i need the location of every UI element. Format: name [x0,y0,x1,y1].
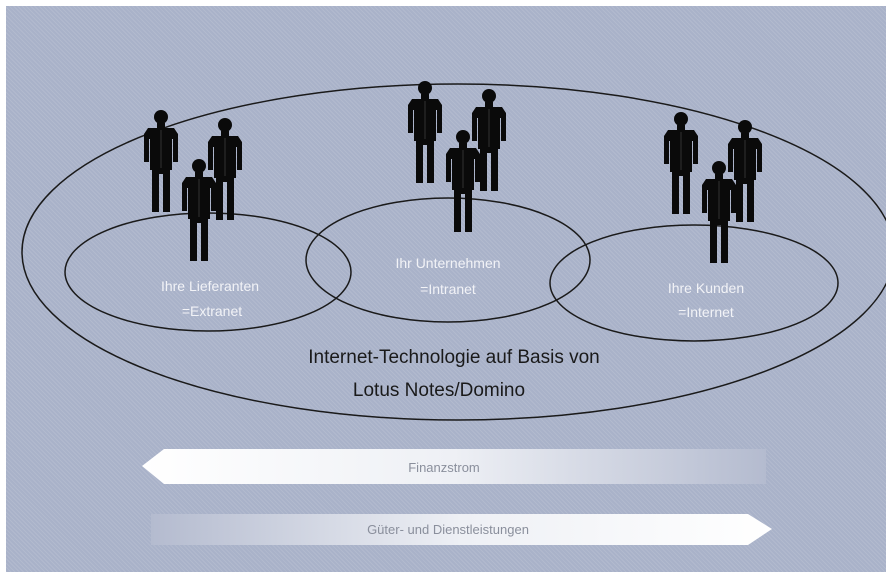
platform-label-line2: Lotus Notes/Domino [353,380,525,401]
intranet-ellipse [305,197,591,323]
internet-ellipse [549,224,839,342]
suppliers-label: Ihre Lieferanten [161,278,259,294]
finance-flow-arrow [142,449,766,484]
goods-flow-label: Güter- und Dienstleistungen [367,522,529,537]
internet-label: =Internet [678,304,734,320]
company-people-icon [408,81,506,232]
company-label: Ihr Unternehmen [395,255,500,271]
customers-label: Ihre Kunden [668,280,744,296]
ecosystem-diagram: Ihre Lieferanten =Extranet Ihr Unternehm… [21,6,886,545]
platform-ellipse [21,83,886,421]
goods-flow-arrow [151,514,772,545]
customers-people-icon [664,112,762,263]
intranet-label: =Intranet [420,281,476,297]
extranet-label: =Extranet [182,303,242,319]
diagram-canvas: Ihre Lieferanten =Extranet Ihr Unternehm… [6,6,886,572]
platform-label-line1: Internet-Technologie auf Basis von [308,347,600,368]
finance-flow-label: Finanzstrom [408,460,480,475]
suppliers-people-icon [144,110,242,261]
